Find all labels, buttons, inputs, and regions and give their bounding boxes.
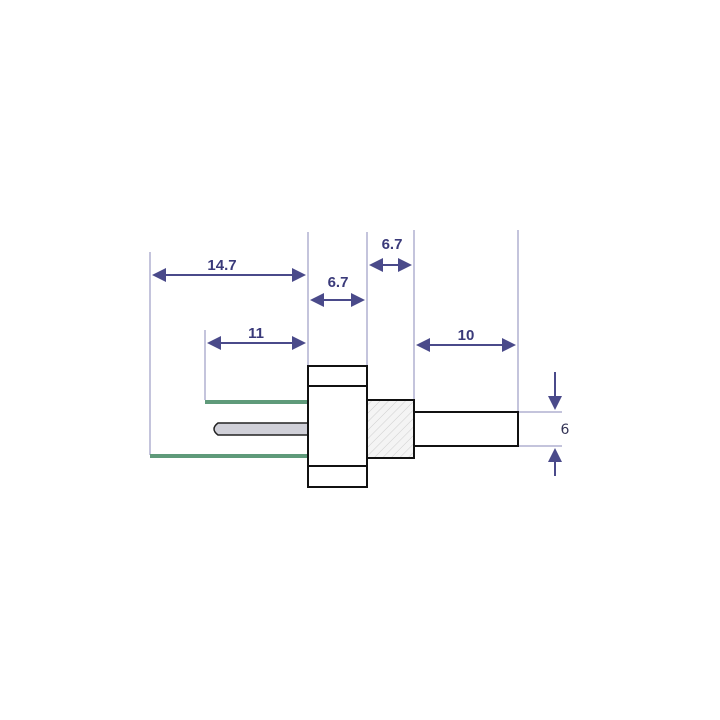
dimension-label-14-7: 14.7 bbox=[207, 257, 236, 274]
extension-lines bbox=[149, 230, 562, 455]
collar-hatched bbox=[366, 399, 415, 459]
dimension-collar-width: 6.7 bbox=[369, 236, 412, 272]
dimension-pin-length: 11 bbox=[207, 325, 306, 350]
contact-shaft bbox=[413, 411, 519, 447]
dimension-label-11: 11 bbox=[248, 325, 264, 342]
arrow-right-icon bbox=[398, 258, 412, 272]
dimension-label-collar-width: 6.7 bbox=[382, 236, 403, 253]
dimension-overall-length: 14.7 bbox=[152, 257, 306, 282]
pin bbox=[213, 422, 309, 436]
dimension-label-6: 6 bbox=[561, 422, 570, 438]
connector-body bbox=[307, 365, 368, 488]
dimension-label-body-width: 6.7 bbox=[328, 274, 349, 291]
arrow-left-icon bbox=[369, 258, 383, 272]
arrow-down-icon bbox=[548, 396, 562, 410]
arrow-left-icon bbox=[207, 336, 221, 350]
arrow-up-icon bbox=[548, 448, 562, 462]
arrow-left-icon bbox=[416, 338, 430, 352]
arrow-right-icon bbox=[502, 338, 516, 352]
arrow-left-icon bbox=[310, 293, 324, 307]
arrow-right-icon bbox=[351, 293, 365, 307]
dimension-contact-length: 10 bbox=[416, 327, 516, 352]
connector-outline bbox=[213, 365, 519, 488]
arrow-right-icon bbox=[292, 336, 306, 350]
dimension-label-10: 10 bbox=[458, 327, 475, 344]
pcb-traces bbox=[150, 400, 308, 458]
dimension-body-width: 6.7 bbox=[310, 274, 365, 307]
arrow-left-icon bbox=[152, 268, 166, 282]
arrow-right-icon bbox=[292, 268, 306, 282]
dimension-contact-height: 6 bbox=[548, 372, 570, 476]
